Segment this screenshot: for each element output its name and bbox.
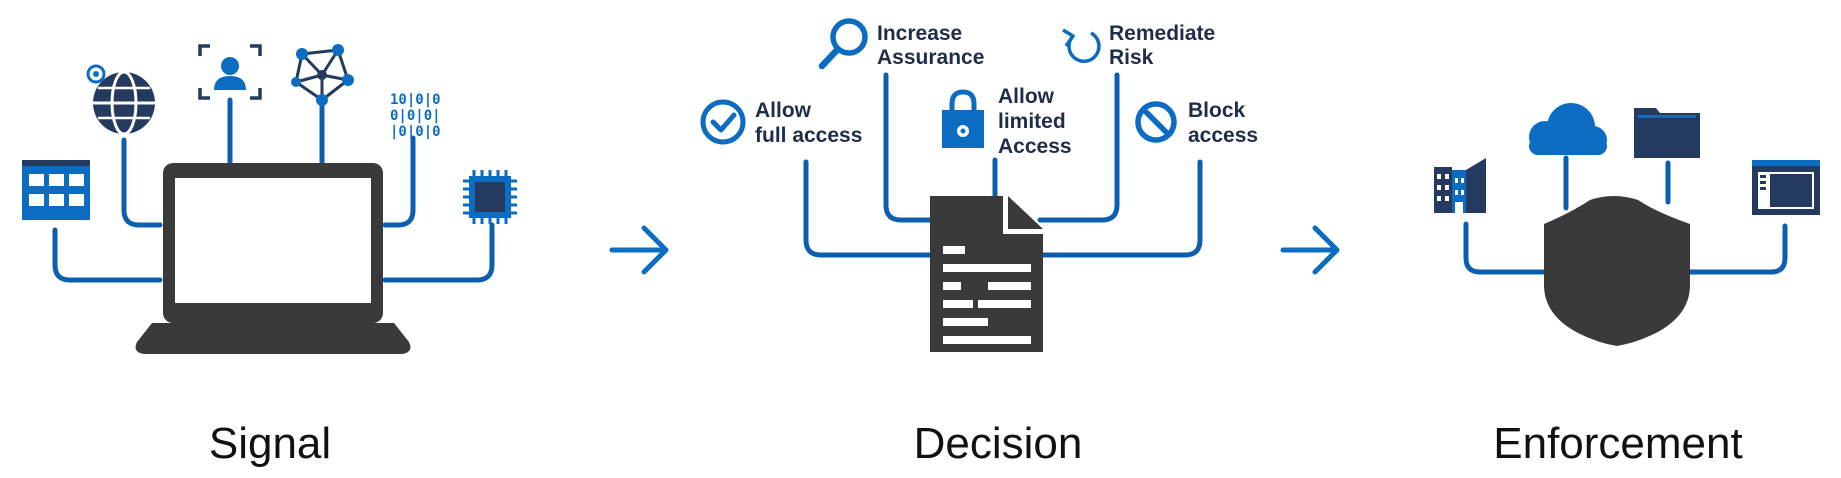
svg-text:|0|0|0: |0|0|0 [390, 124, 441, 140]
folder-icon [1634, 108, 1700, 158]
magnifier-icon [818, 18, 868, 70]
enforcement-connectors [1463, 155, 1788, 275]
connector-window [1687, 223, 1788, 275]
allow-limited-label-line2: limited [998, 110, 1066, 133]
binary-data-icon: 10|0|0 0|0|0| |0|0|0 [390, 92, 441, 140]
remediate-risk-label-line1: Remediate [1109, 22, 1215, 45]
signal-connectors [52, 97, 495, 283]
cpu-chip-icon [463, 170, 517, 224]
option-allow-limited-access: Allow limited Access [942, 85, 1072, 158]
connector-remediate-risk [1037, 72, 1120, 223]
block-access-label-line1: Block [1188, 99, 1246, 122]
app-grid-icon [22, 160, 90, 220]
allow-limited-label-line1: Allow [998, 85, 1055, 108]
decision-title: Decision [914, 419, 1083, 468]
connector-buildings [1463, 221, 1548, 275]
connector-allow-full [803, 159, 938, 258]
block-access-label-line2: access [1188, 124, 1258, 147]
allow-full-label-line2: full access [755, 124, 862, 147]
option-allow-full-access: Allow full access [700, 99, 862, 147]
increase-assurance-label-line2: Assurance [877, 46, 984, 69]
signal-section: 10|0|0 0|0|0| |0|0|0 Signal [22, 44, 517, 468]
prohibited-icon [1135, 101, 1177, 143]
decision-section: Allow full access Increase Assurance All… [700, 18, 1258, 468]
padlock-icon [942, 89, 984, 148]
connector-increase-assurance [883, 72, 938, 223]
browser-window-icon [1752, 160, 1820, 215]
remediate-risk-label-line2: Risk [1109, 46, 1154, 69]
connector-chip [382, 222, 495, 283]
increase-assurance-label-line1: Increase [877, 22, 962, 45]
user-scan-icon [198, 44, 262, 100]
connector-globe [121, 137, 163, 228]
signal-title: Signal [209, 419, 331, 468]
shield-icon [1544, 196, 1690, 346]
arrow-right-icon [1280, 225, 1340, 275]
laptop-icon [135, 163, 411, 354]
document-icon [930, 196, 1043, 352]
connector-block-access [1037, 159, 1203, 258]
arrow-right-icon [609, 225, 669, 275]
enforcement-title: Enforcement [1493, 419, 1742, 468]
svg-text:10|0|0: 10|0|0 [390, 92, 441, 108]
check-circle-icon [700, 99, 746, 145]
allow-full-label-line1: Allow [755, 99, 812, 122]
option-block-access: Block access [1135, 99, 1258, 147]
svg-text:0|0|0|: 0|0|0| [390, 108, 441, 124]
connector-binary [382, 135, 416, 228]
option-remediate-risk: Remediate Risk [1062, 22, 1215, 69]
option-increase-assurance: Increase Assurance [818, 18, 984, 70]
decision-connectors [803, 72, 1203, 258]
globe-location-icon [86, 64, 155, 136]
enforcement-section: Enforcement [1434, 103, 1820, 468]
connector-apps [52, 227, 163, 283]
cloud-icon [1529, 103, 1607, 155]
buildings-icon [1434, 158, 1486, 213]
network-graph-icon [291, 44, 354, 106]
refresh-icon [1062, 28, 1101, 63]
allow-limited-label-line3: Access [998, 135, 1072, 158]
